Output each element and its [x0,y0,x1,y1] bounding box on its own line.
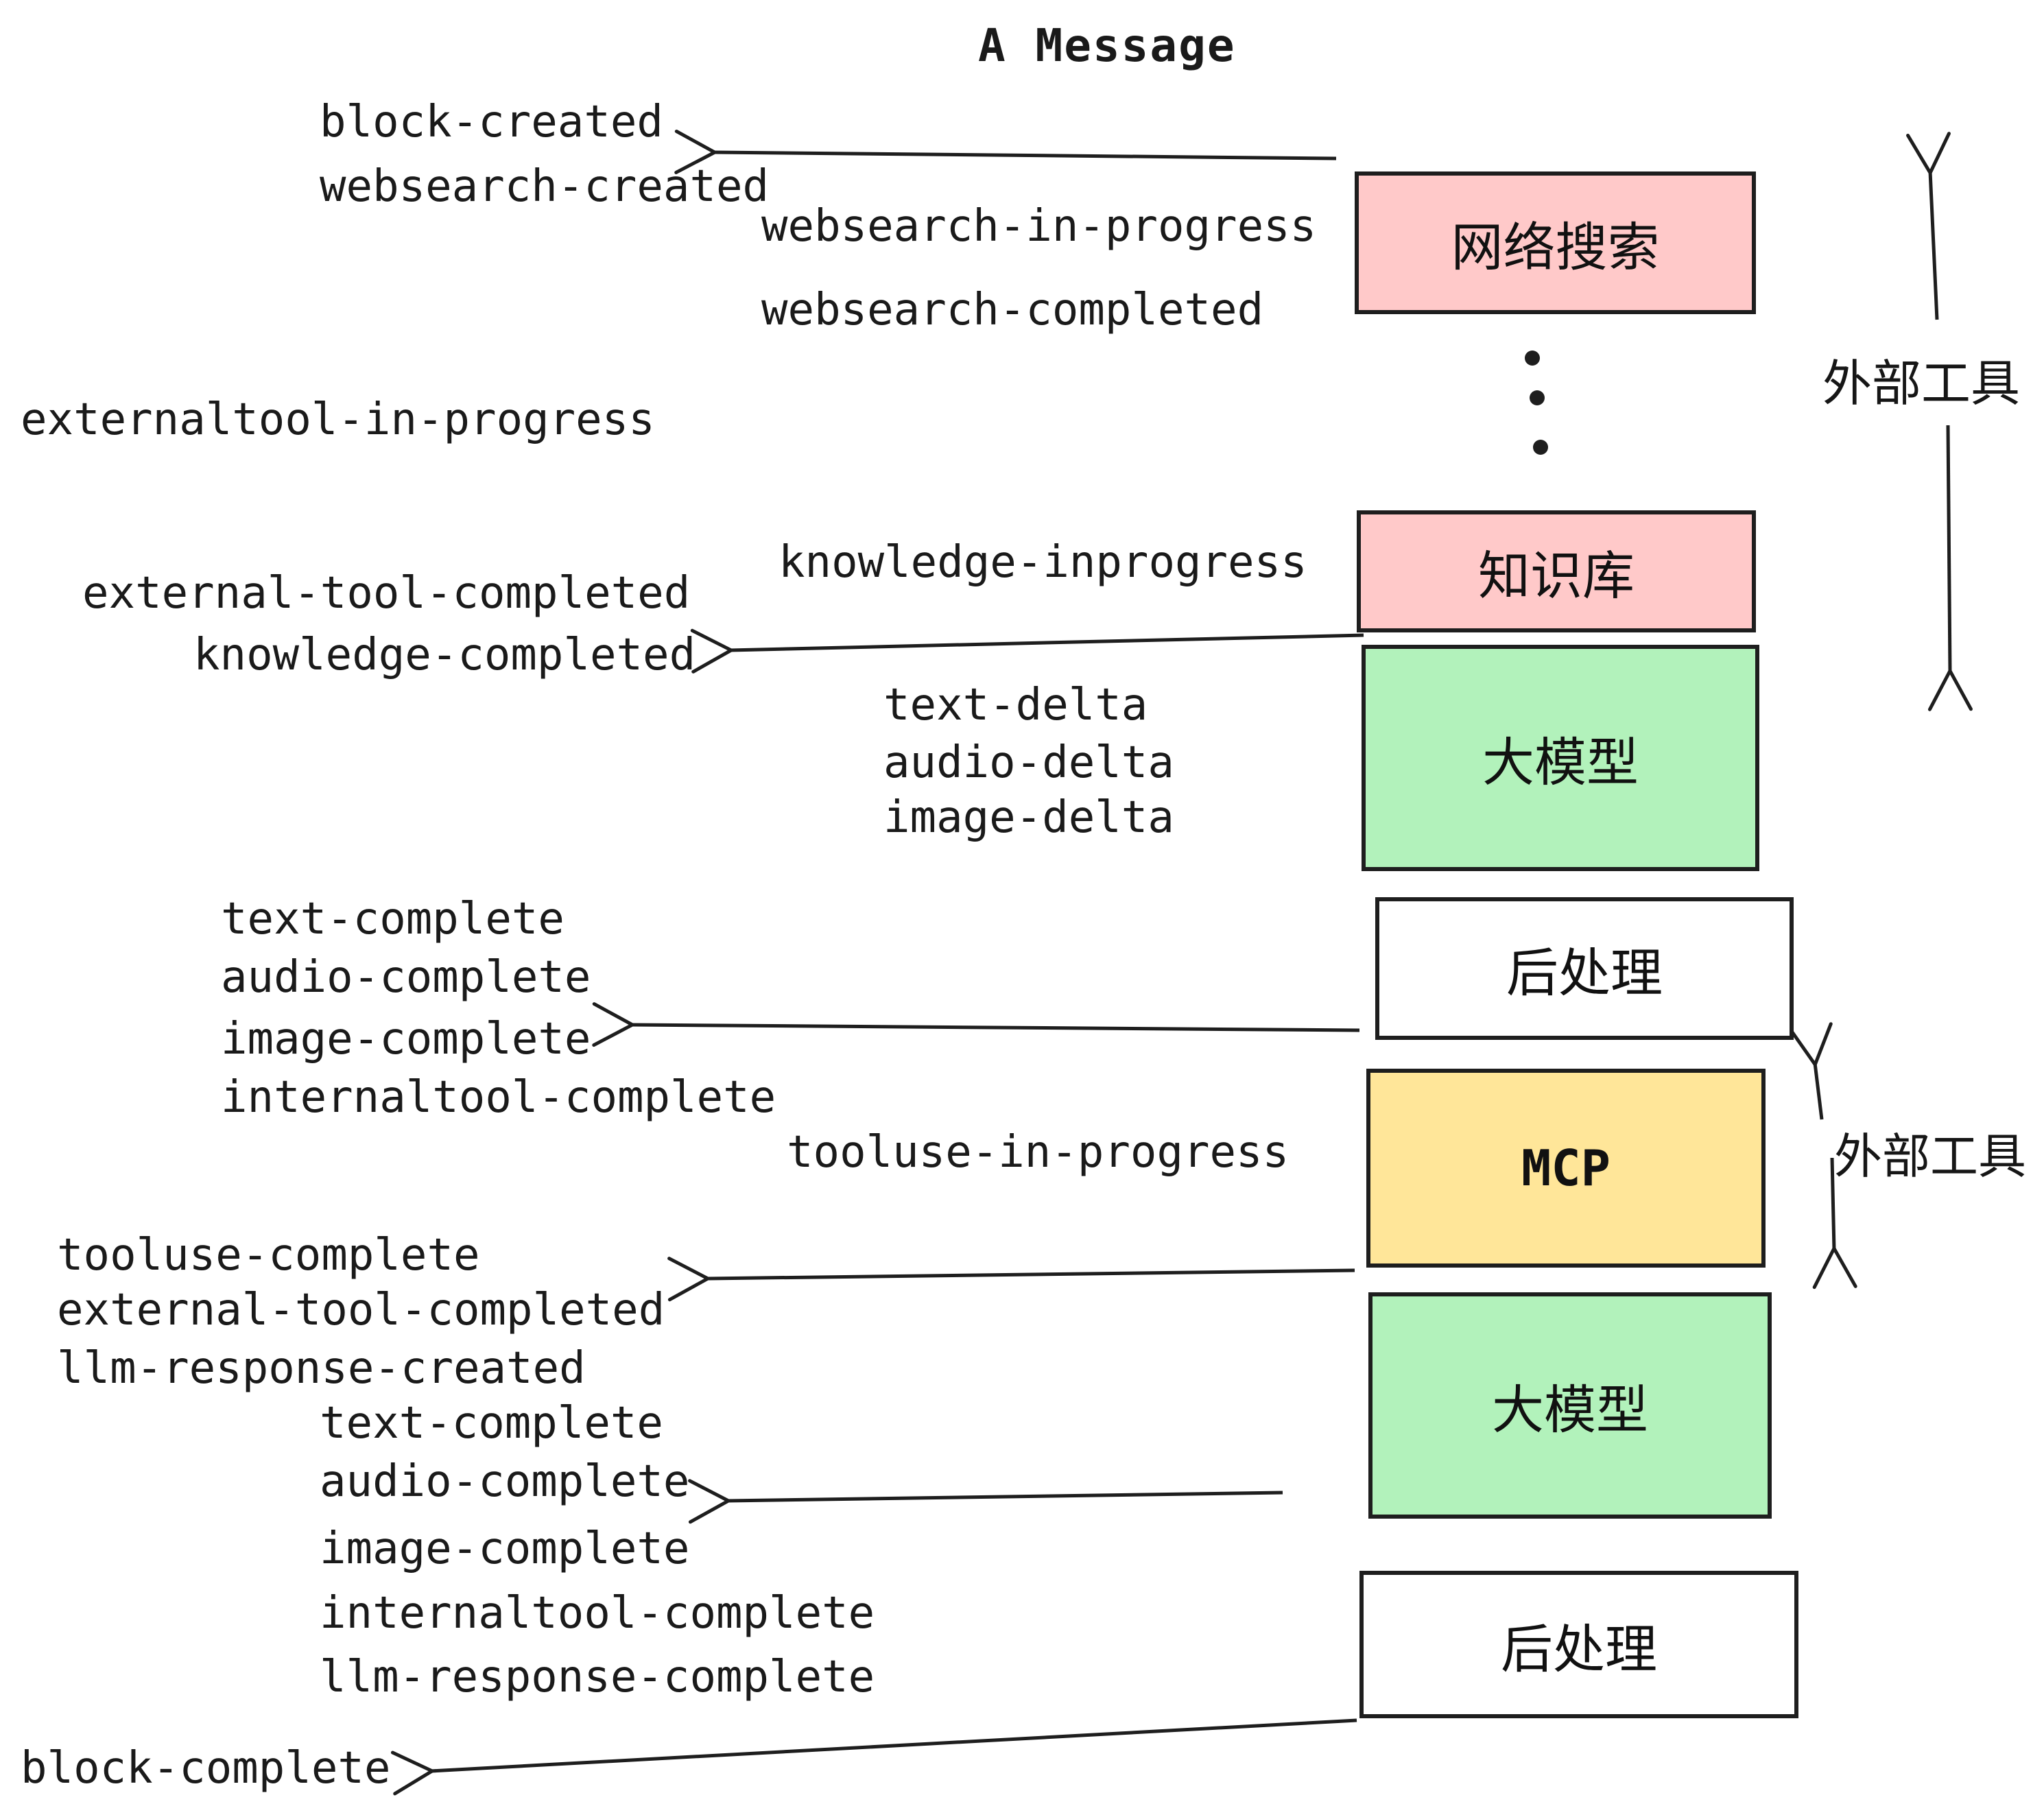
event-label-image-delta: image-delta [883,792,1174,843]
event-label-knowledge-inprogress: knowledge-inprogress [779,537,1307,588]
arrow-audio-complete [688,1479,1283,1524]
event-label-tooluse-complete: tooluse-complete [57,1230,480,1281]
node-websearch: 网络搜索 [1355,171,1756,314]
arrow-block-created [674,129,1337,174]
node-knowledge-base: 知识库 [1357,510,1756,632]
external-tools-label-2: 外部工具 [1834,1130,2026,1183]
event-label-llm-response-created: llm-response-created [57,1343,586,1394]
event-label-block-complete: block-complete [21,1743,391,1794]
ellipsis-dot [1525,351,1540,366]
event-label-image-complete: image-complete [221,1014,591,1065]
node-postprocess-2-label: 后处理 [1501,1620,1657,1679]
ellipsis-dot [1533,440,1548,455]
event-label-image-complete-2: image-complete [320,1523,690,1574]
node-postprocess-2: 后处理 [1359,1571,1798,1718]
ellipsis-dot [1530,390,1545,405]
event-label-internaltool-complete-2: internaltool-complete [320,1588,875,1639]
event-label-text-delta: text-delta [883,680,1148,731]
event-label-websearch-completed: websearch-completed [761,285,1264,335]
event-label-internaltool-complete: internaltool-complete [221,1072,776,1123]
node-llm-2: 大模型 [1368,1292,1772,1519]
event-label-audio-complete-2: audio-complete [320,1456,690,1507]
event-label-block-created: block-created [320,97,663,147]
event-label-websearch-in-progress: websearch-in-progress [761,201,1317,252]
node-postprocess-1-label: 后处理 [1506,945,1663,1003]
node-mcp: MCP [1366,1069,1766,1268]
node-llm-2-label: 大模型 [1492,1381,1648,1440]
event-label-text-complete-2: text-complete [320,1398,663,1449]
node-llm-1-label: 大模型 [1482,734,1639,792]
arrow-knowledge-completed [690,628,1364,674]
node-knowledge-base-label: 知识库 [1478,547,1635,606]
external-tools-label-1: 外部工具 [1822,357,2021,412]
event-label-external-tool-completed: external-tool-completed [82,568,691,619]
arrow-external-tools-down-1 [1927,425,1973,711]
event-label-audio-delta: audio-delta [883,737,1174,788]
arrow-external-tools-up-1 [1906,132,1951,320]
event-label-knowledge-completed: knowledge-completed [193,630,696,680]
node-mcp-label: MCP [1521,1139,1611,1197]
arrow-block-complete [390,1718,1357,1796]
node-llm-1: 大模型 [1362,645,1759,871]
diagram-title: A Message [978,19,1236,72]
event-label-externaltool-in-progress: externaltool-in-progress [21,394,655,445]
arrow-external-tools-up-2 [1788,1022,1833,1120]
arrow-external-tools-down-2 [1812,1157,1857,1290]
event-label-tooluse-in-progress: tooluse-in-progress [787,1127,1290,1178]
node-websearch-label: 网络搜索 [1451,219,1660,277]
event-label-audio-complete: audio-complete [221,952,591,1003]
event-label-external-tool-completed-2: external-tool-completed [57,1285,665,1336]
arrow-image-complete [592,1002,1360,1047]
event-label-llm-response-complete: llm-response-complete [320,1652,875,1702]
event-label-websearch-created: websearch-created [320,161,770,212]
node-postprocess-1: 后处理 [1375,897,1794,1040]
event-label-text-complete: text-complete [221,894,565,945]
arrow-tooluse-complete [667,1257,1355,1302]
